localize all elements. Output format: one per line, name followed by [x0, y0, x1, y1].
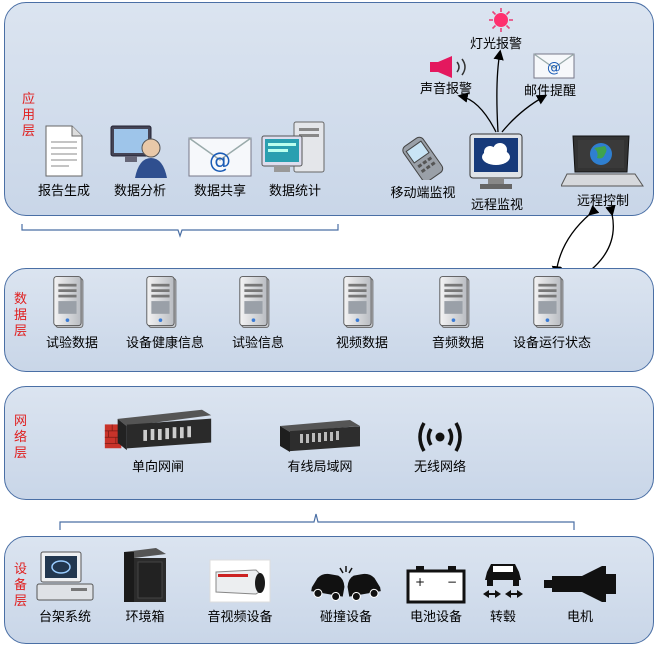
- document-icon: [45, 125, 83, 177]
- one-way-gateway-label: 单向网闸: [131, 460, 184, 475]
- audio-data-label: 音频数据: [431, 336, 484, 351]
- cloud-monitor-icon: [469, 133, 523, 189]
- data-sharing-label: 数据共享: [193, 184, 246, 199]
- one-way-gateway: 单向网闸: [103, 396, 213, 475]
- email-icon: @: [188, 137, 252, 177]
- network-layer-label: 网络层: [14, 414, 28, 461]
- motor: 电机: [525, 546, 635, 625]
- environment-chamber: 环境箱: [90, 546, 200, 625]
- server-icon: [532, 274, 572, 330]
- laptop-globe-icon: [561, 135, 644, 187]
- server-icon: [52, 274, 92, 330]
- wireless-network-label: 无线网络: [413, 460, 466, 475]
- wired-lan-label: 有线局域网: [287, 460, 353, 475]
- device-health-server: 设备健康信息: [110, 272, 220, 351]
- device-status-server: 设备运行状态: [497, 272, 607, 351]
- crash-cars-icon: [311, 566, 381, 601]
- server-icon: [145, 274, 185, 330]
- crash-equipment: 碰撞设备: [291, 546, 401, 625]
- av-equipment-label: 音视频设备: [207, 610, 273, 625]
- audio-data-server: 音频数据: [403, 272, 513, 351]
- device-health-label: 设备健康信息: [125, 336, 204, 351]
- data-analysis: 数据分析: [85, 120, 195, 199]
- wireless-network: 无线网络: [385, 396, 495, 475]
- mobile-phone-icon: [402, 136, 444, 180]
- test-data-label: 试验数据: [45, 336, 98, 351]
- battery-icon: + −: [406, 566, 466, 604]
- battery-equipment-label: 电池设备: [409, 610, 462, 625]
- camera-icon: [209, 559, 271, 603]
- environment-chamber-label: 环境箱: [125, 610, 165, 625]
- crash-equipment-label: 碰撞设备: [319, 610, 372, 625]
- light-alarm-label: 灯光报警: [470, 37, 523, 52]
- av-equipment: 音视频设备: [185, 546, 295, 625]
- data-statistics-label: 数据统计: [268, 184, 321, 199]
- mobile-monitoring-label: 移动端监视: [390, 186, 456, 201]
- server-icon: [438, 274, 478, 330]
- test-data-server: 试验数据: [17, 272, 127, 351]
- remote-control: 远程控制: [548, 130, 658, 209]
- motor-label: 电机: [566, 610, 593, 625]
- device-layer-label: 设备层: [14, 562, 28, 609]
- svg-text:@: @: [209, 149, 231, 174]
- application-layer: [4, 2, 654, 216]
- report-generation: 报告生成: [9, 120, 119, 199]
- wireless-signal-icon: [418, 422, 462, 452]
- motor-icon: [544, 566, 616, 602]
- test-rig-system: 台架系统: [10, 546, 120, 625]
- data-statistics: 数据统计: [240, 120, 350, 199]
- svg-text:+: +: [415, 575, 425, 589]
- application-layer-label: 应用层: [22, 92, 36, 139]
- chassis-dyno-icon: [483, 564, 523, 598]
- report-generation-label: 报告生成: [37, 184, 90, 199]
- test-rig-label: 台架系统: [38, 610, 91, 625]
- server-icon: [238, 274, 278, 330]
- warning-light-icon: [489, 8, 513, 32]
- mail-alert-icon: @: [533, 53, 575, 79]
- battery-equipment: + − 电池设备: [381, 546, 491, 625]
- wired-lan: 有线局域网: [265, 396, 375, 475]
- data-analysis-label: 数据分析: [113, 184, 166, 199]
- network-switch-icon: [280, 420, 360, 452]
- mobile-monitoring: 移动端监视: [368, 130, 478, 201]
- data-layer-label: 数据层: [14, 292, 28, 339]
- svg-text:@: @: [547, 60, 561, 76]
- test-info-label: 试验信息: [231, 336, 284, 351]
- test-rig-computer-icon: [36, 551, 94, 601]
- environment-chamber-icon: [124, 548, 166, 602]
- svg-text:−: −: [447, 575, 457, 589]
- computer-user-icon: [110, 125, 167, 178]
- video-data-server: 视频数据: [307, 272, 417, 351]
- data-sharing: @ 数据共享: [165, 120, 275, 199]
- chassis-dyno-label: 转毂: [489, 610, 516, 625]
- chassis-dyno: 转毂: [448, 546, 558, 625]
- server-icon: [342, 274, 382, 330]
- test-info-server: 试验信息: [203, 272, 313, 351]
- loudspeaker-icon: [430, 56, 466, 78]
- application-bracket: [21, 224, 339, 238]
- remote-monitoring: 远程监视: [442, 130, 552, 213]
- video-data-label: 视频数据: [335, 336, 388, 351]
- network-gateway-icon: [104, 409, 212, 451]
- device-status-label: 设备运行状态: [512, 336, 591, 351]
- device-bracket: [59, 513, 575, 530]
- remote-monitoring-label: 远程监视: [470, 198, 523, 213]
- desktop-computer-icon: [261, 121, 325, 173]
